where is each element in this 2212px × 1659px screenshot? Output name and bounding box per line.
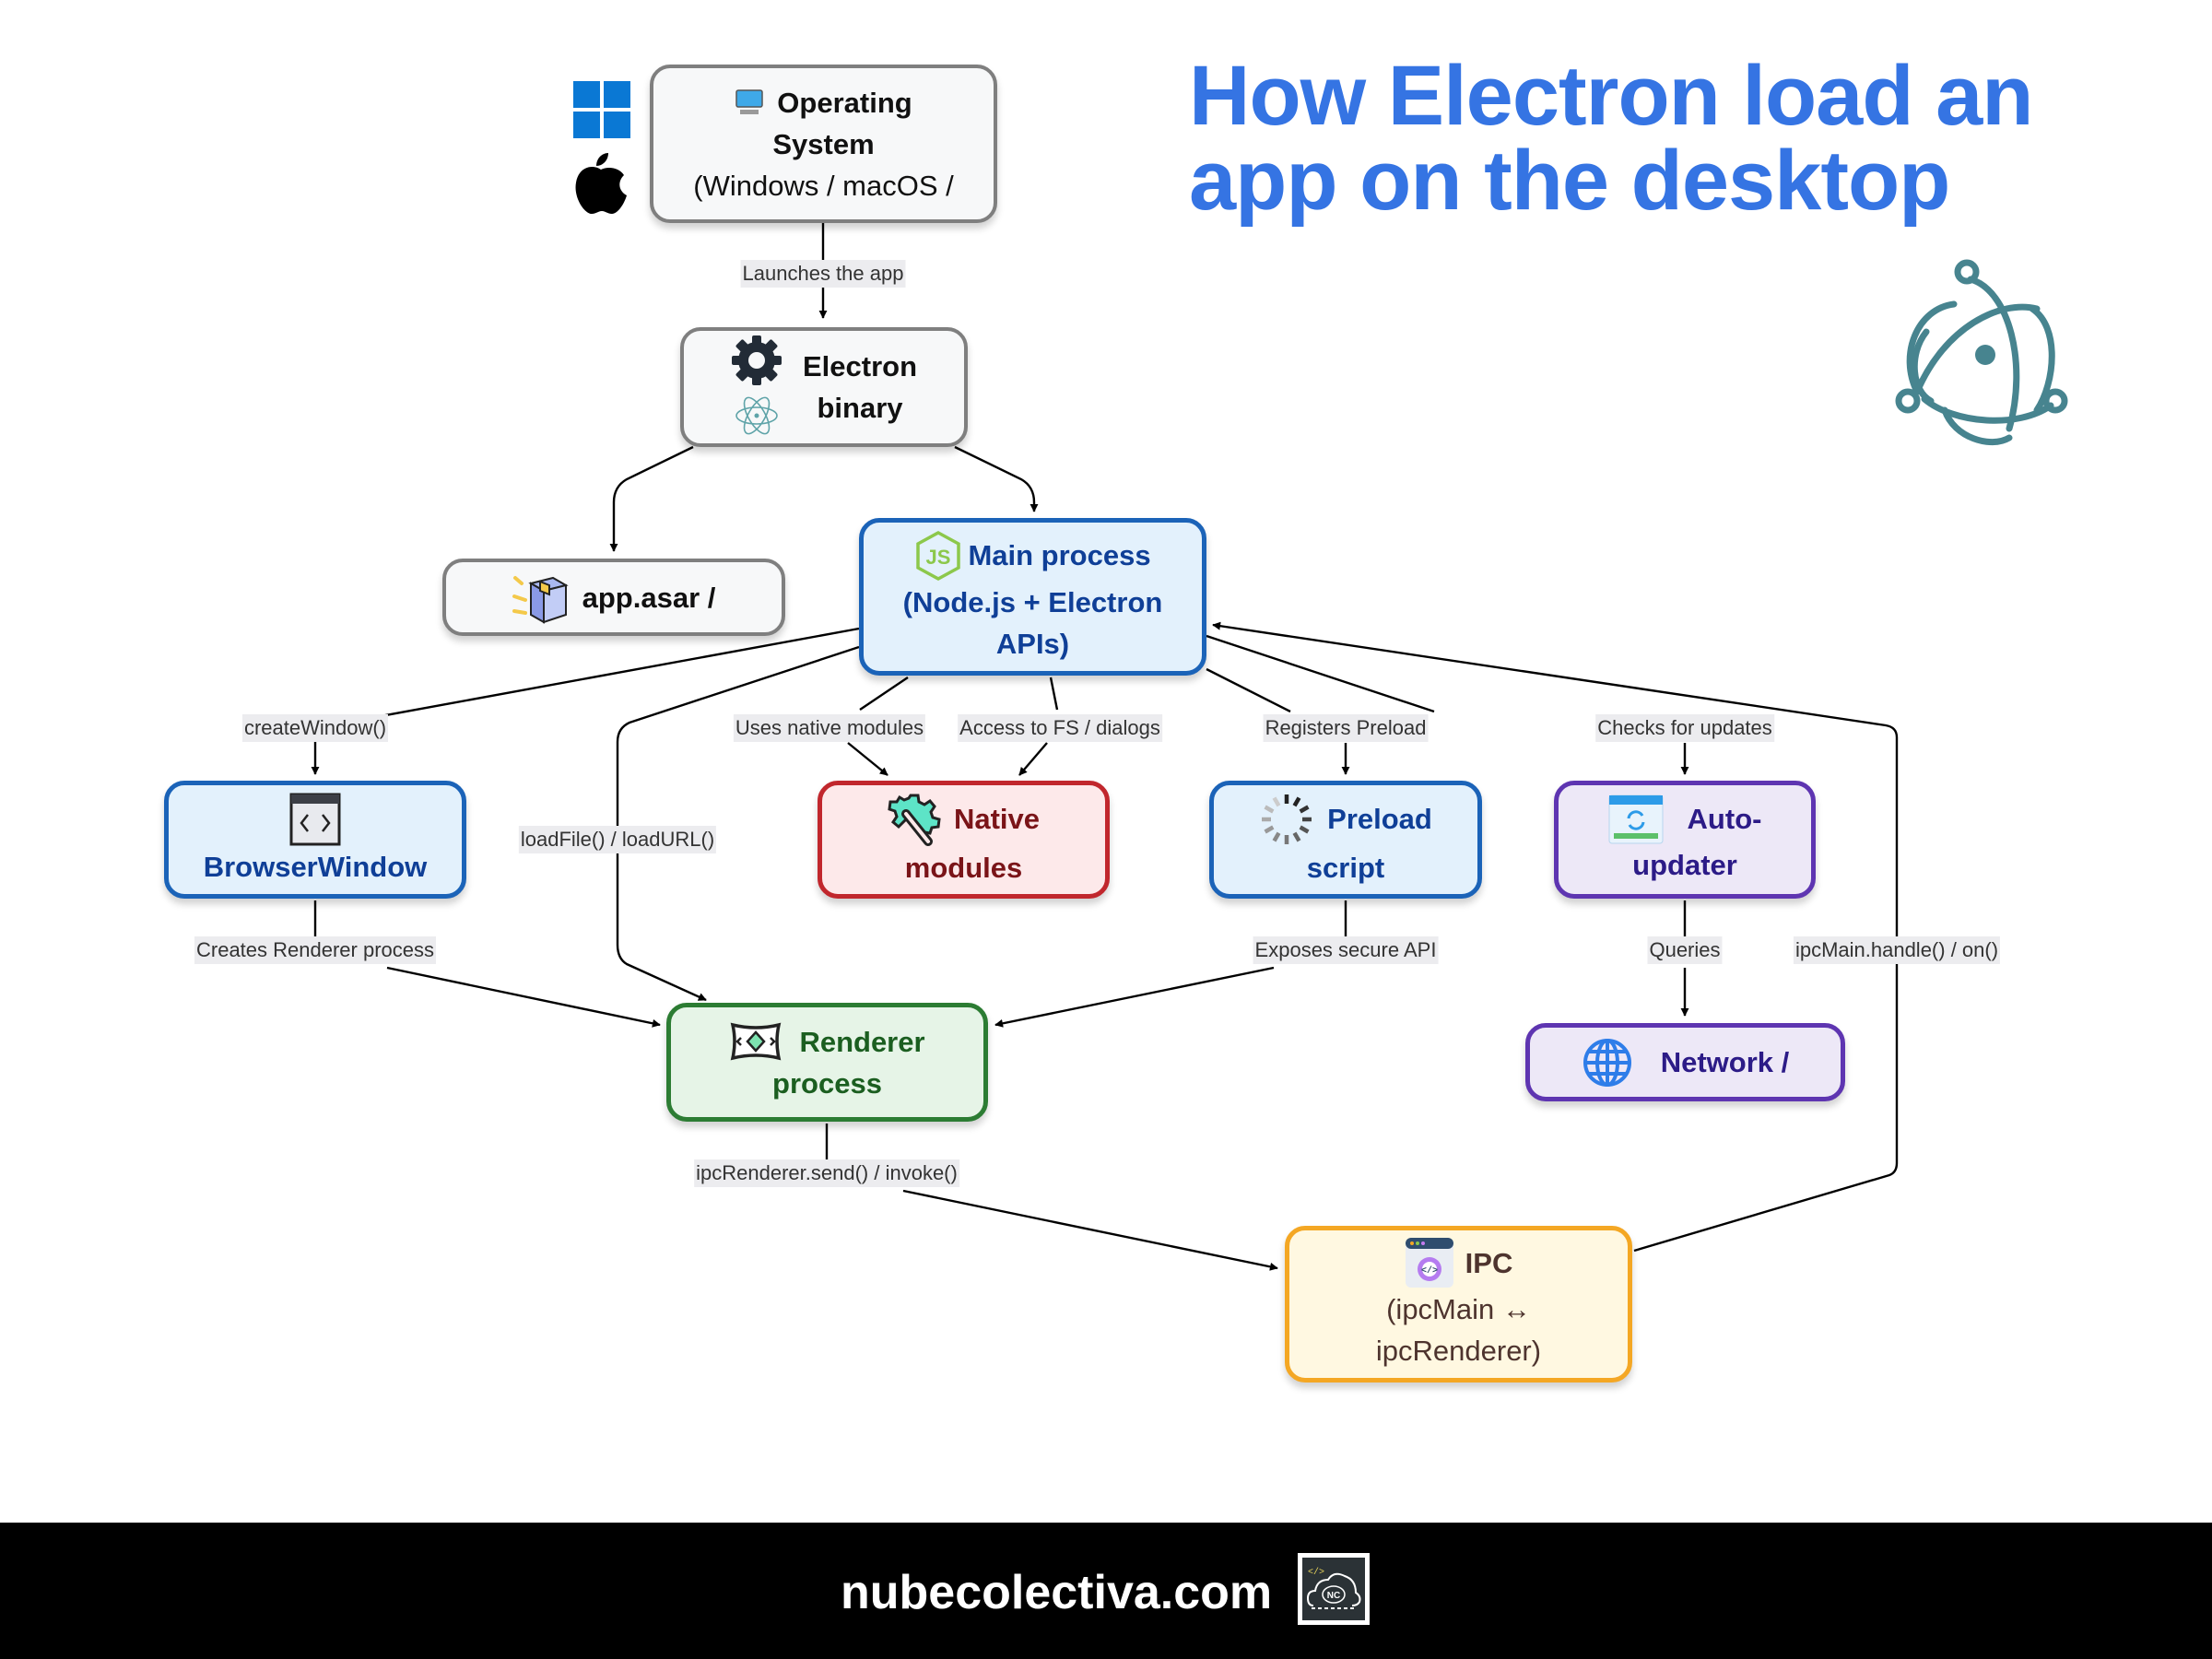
node-app-asar[interactable]: app.asar /	[442, 559, 785, 636]
renderer-eye-icon	[731, 1022, 782, 1061]
edge-label-launches: Launches the app	[740, 260, 906, 288]
edge-label-ipcrenderer-send: ipcRenderer.send() / invoke()	[694, 1159, 959, 1187]
native-modules-line-2: modules	[904, 851, 1023, 884]
page-title: How Electron load an app on the desktop	[1189, 49, 2033, 228]
node-ipc[interactable]: </> IPC (ipcMain ↔ ipcRenderer)	[1285, 1226, 1632, 1382]
package-box-icon	[512, 576, 569, 624]
renderer-line-1: Renderer	[799, 1025, 925, 1058]
edge-main-native-2	[1019, 677, 1059, 775]
browser-window-label: BrowserWindow	[203, 850, 428, 883]
node-native-modules[interactable]: Native modules	[818, 781, 1110, 899]
node-auto-updater[interactable]: Auto- updater	[1554, 781, 1816, 899]
renderer-line-2: process	[772, 1066, 882, 1100]
code-gear-window-icon: </>	[1405, 1238, 1453, 1288]
edge-browserwindow-renderer	[313, 900, 660, 1025]
title-line-2: app on the desktop	[1189, 134, 1950, 228]
edge-label-queries: Queries	[1647, 936, 1723, 964]
electron-atom-icon	[735, 396, 778, 435]
gear-icon	[731, 335, 782, 385]
svg-text:JS: JS	[926, 546, 951, 569]
ipc-line-2: (ipcMain ↔	[1386, 1293, 1531, 1325]
logo-nc-text: NC	[1327, 1591, 1340, 1601]
node-renderer-process[interactable]: Renderer process	[666, 1003, 988, 1122]
nodejs-icon: JS	[916, 530, 961, 581]
edge-label-registers-preload: Registers Preload	[1263, 714, 1429, 742]
node-operating-system[interactable]: Operating System (Windows / macOS /	[650, 65, 997, 223]
desktop-monitor-icon	[735, 89, 764, 114]
footer-site-link[interactable]: nubecolectiva.com	[841, 1566, 1273, 1619]
edge-preload-renderer	[995, 900, 1347, 1025]
nubecolectiva-logo-icon: </> NC	[1298, 1553, 1370, 1625]
edge-label-createwindow: createWindow()	[241, 714, 389, 742]
preload-line-2: script	[1306, 851, 1385, 884]
node-main-process[interactable]: JS Main process (Node.js + Electron APIs…	[859, 518, 1206, 676]
edge-main-autoupdater	[1206, 634, 1685, 774]
edge-label-exposes-api: Exposes secure API	[1253, 936, 1439, 964]
apple-logo-icon	[575, 153, 627, 214]
svg-text:</>: </>	[1421, 1265, 1438, 1277]
os-line-2: System	[772, 127, 875, 160]
node-preload-script[interactable]: Preload script	[1209, 781, 1482, 899]
ipc-line-3: ipcRenderer)	[1375, 1335, 1542, 1367]
native-modules-line-1: Native	[953, 803, 1041, 835]
title-line-1: How Electron load an	[1189, 49, 2033, 143]
update-window-icon	[1608, 794, 1664, 843]
code-window-icon	[289, 793, 341, 845]
auto-updater-line-1: Auto-	[1687, 803, 1762, 835]
gear-plug-icon	[888, 794, 941, 846]
os-line-1: Operating	[777, 86, 912, 119]
edge-electron-main	[954, 445, 1039, 512]
edge-label-ipcmain-handle: ipcMain.handle() / on()	[1793, 936, 2001, 964]
footer-bar	[0, 1523, 2212, 1659]
edge-label-loadfile: loadFile() / loadURL()	[518, 826, 717, 853]
main-process-line-2: (Node.js + Electron	[902, 585, 1163, 618]
edge-label-native-modules: Uses native modules	[733, 714, 926, 742]
os-line-3: (Windows / macOS /	[693, 169, 954, 202]
auto-updater-line-2: updater	[1632, 848, 1737, 881]
edge-electron-appasar	[609, 445, 694, 552]
electron-binary-line-1: Electron	[802, 350, 918, 382]
app-asar-label: app.asar /	[582, 581, 716, 614]
edge-label-creates-renderer: Creates Renderer process	[194, 936, 437, 964]
node-network[interactable]: Network /	[1525, 1023, 1845, 1101]
ipc-line-1: IPC	[1465, 1246, 1513, 1279]
edge-main-preload	[1206, 667, 1346, 774]
node-electron-binary[interactable]: Electron binary	[680, 327, 968, 447]
edge-label-fs-dialogs: Access to FS / dialogs	[958, 714, 1162, 742]
logo-code-text: </>	[1308, 1567, 1324, 1578]
edge-main-browserwindow	[311, 627, 860, 775]
edge-renderer-ipc	[825, 1124, 1277, 1268]
node-browser-window[interactable]: BrowserWindow	[164, 781, 466, 899]
electron-logo-icon	[1895, 259, 2068, 445]
loading-spinner-icon	[1262, 794, 1312, 844]
windows-logo-icon	[573, 81, 630, 138]
edge-main-native-1	[847, 677, 909, 775]
main-process-line-1: Main process	[968, 539, 1151, 571]
edge-label-checks-updates: Checks for updates	[1595, 714, 1774, 742]
preload-line-1: Preload	[1327, 803, 1432, 835]
globe-icon	[1583, 1038, 1631, 1087]
electron-binary-line-2: binary	[817, 392, 903, 424]
main-process-line-3: APIs)	[995, 627, 1070, 660]
network-label: Network /	[1660, 1046, 1790, 1078]
